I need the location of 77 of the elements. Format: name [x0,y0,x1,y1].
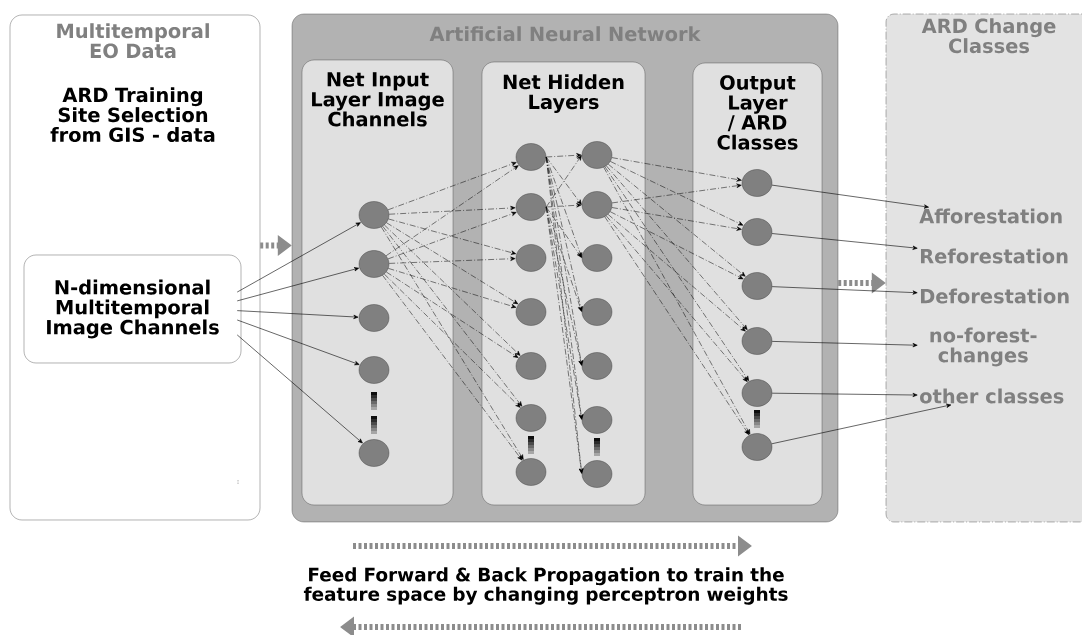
neuron-circle [741,379,773,407]
neuron-circle [515,404,547,432]
neuron-circle [358,356,390,384]
arrow [236,319,360,366]
neuron-circle [581,298,613,326]
neuron-circle [358,250,390,278]
arrow [382,226,523,407]
neuron-circle [741,433,773,461]
arrow [236,334,363,444]
arrow [607,214,746,332]
arrow [388,268,517,309]
input-box: N-dimensional Multitemporal Image Channels [23,254,242,364]
arrow [545,156,583,258]
arrow [771,341,918,348]
arrow [545,203,582,208]
arrow [611,157,742,182]
neuron-circle [515,193,547,221]
neuron-circle [515,298,547,326]
arrow [771,233,918,250]
neuron-circle [515,458,547,486]
arrow [606,165,748,330]
neuron-circle [515,143,547,171]
neuron-circle [741,327,773,355]
arrow [387,161,517,211]
arrow [387,211,517,260]
class-label: no-forest- changes [930,327,1037,367]
neuron-circle [515,352,547,380]
arrow [545,206,582,258]
arrow [385,165,519,256]
caption-text: Feed Forward & Back Propagation to train the feature space by changing perceptron weights [303,567,788,605]
arrow [611,183,742,204]
arrow [771,403,952,445]
layer-panel: Output Layer / ARD Classes [692,62,823,506]
arrow [384,224,521,356]
arrow [608,163,746,277]
arrow [388,256,516,264]
arrow [606,215,748,382]
arrow [610,161,744,226]
arrow [545,206,584,474]
arrow [386,222,519,305]
neuron-circle [515,244,547,272]
arrow [611,207,742,231]
neuron-circle [358,304,390,332]
arrow [382,275,523,461]
neuron-circle [741,218,773,246]
class-label: Reforestation [921,248,1068,264]
arrow [381,226,524,460]
class-label: Deforestation [921,288,1069,304]
arrow [388,205,516,215]
neuron-circle [581,352,613,380]
arrow [603,167,751,435]
layer-panel: Net Input Layer Image Channels [301,59,454,506]
arrow [386,271,519,358]
neuron-circle [741,272,773,300]
arrow [388,218,517,255]
arrow [384,273,521,408]
class-label: other classes [920,388,1064,404]
neuron-circle [581,141,613,169]
arrow [236,310,359,319]
neuron-circle [581,191,613,219]
arrow [771,286,918,295]
arrow [236,267,359,302]
neuron-circle [581,244,613,272]
arrow [604,216,750,435]
arrow [604,166,749,381]
neuron-circle [358,439,390,467]
neuron-circle [581,460,613,488]
neuron-circle [358,201,390,229]
arrow [236,222,361,293]
neuron-circle [741,169,773,197]
arrow [545,153,582,158]
arrow [610,211,744,280]
class-label: Afforestation [919,208,1062,224]
arrow [545,206,583,312]
neuron-circle [581,406,613,434]
arrow [771,392,918,398]
arrow [771,184,929,209]
